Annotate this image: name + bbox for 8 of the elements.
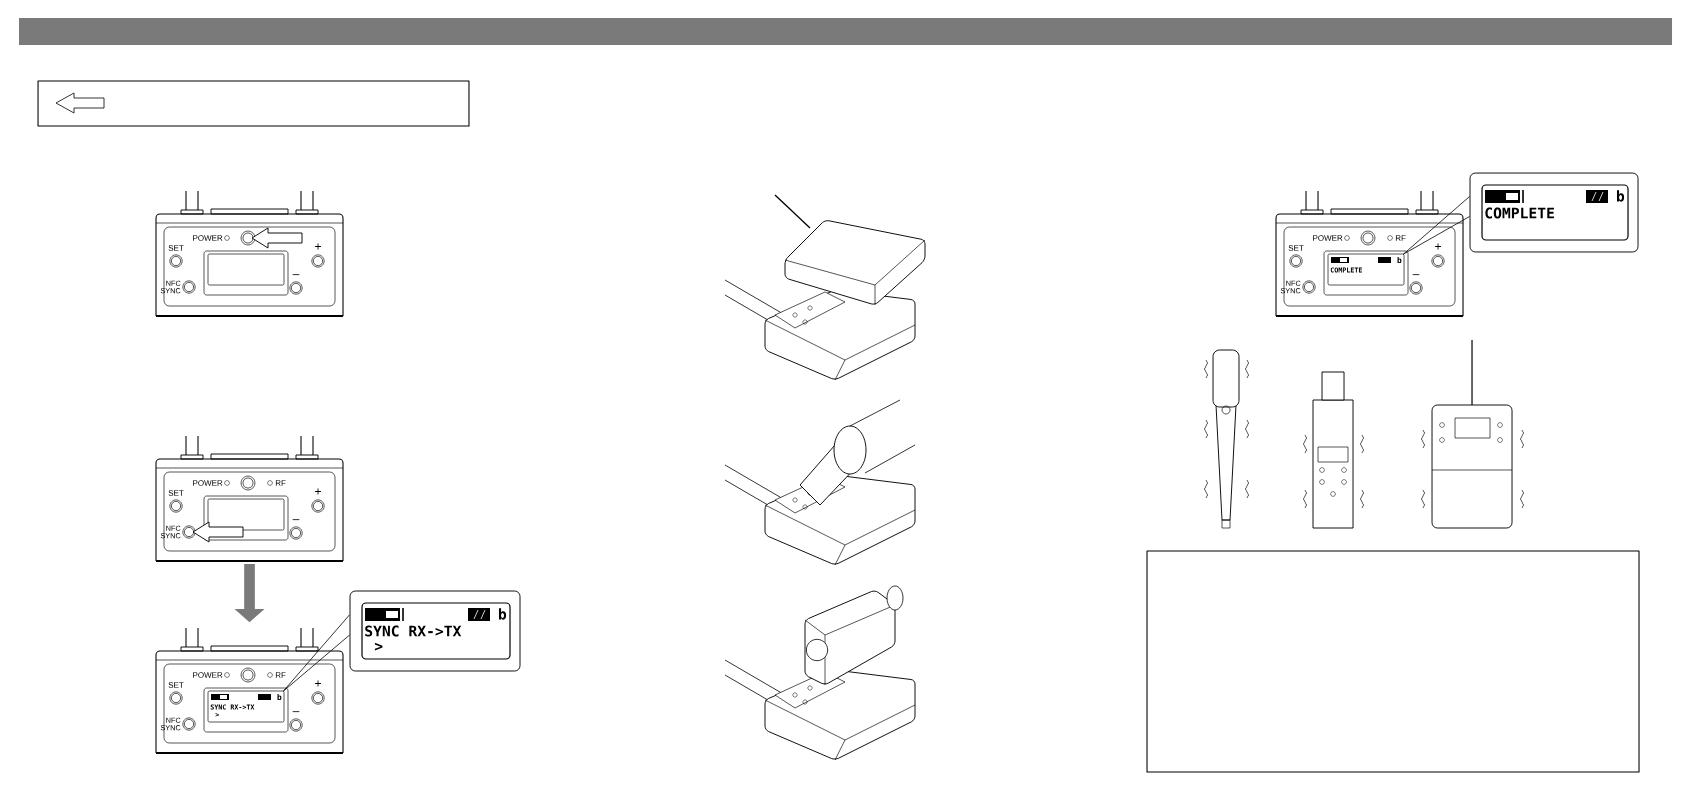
display-callout: b COMPLETE [1469, 172, 1639, 253]
frame-box [1146, 550, 1640, 773]
display-callout: b SYNC RX->TX > [349, 590, 521, 672]
node-label: b [1397, 256, 1402, 264]
frame-box [37, 80, 470, 127]
node-label: b [277, 693, 282, 701]
leader-line [1402, 196, 1470, 255]
leader-line [282, 614, 350, 692]
